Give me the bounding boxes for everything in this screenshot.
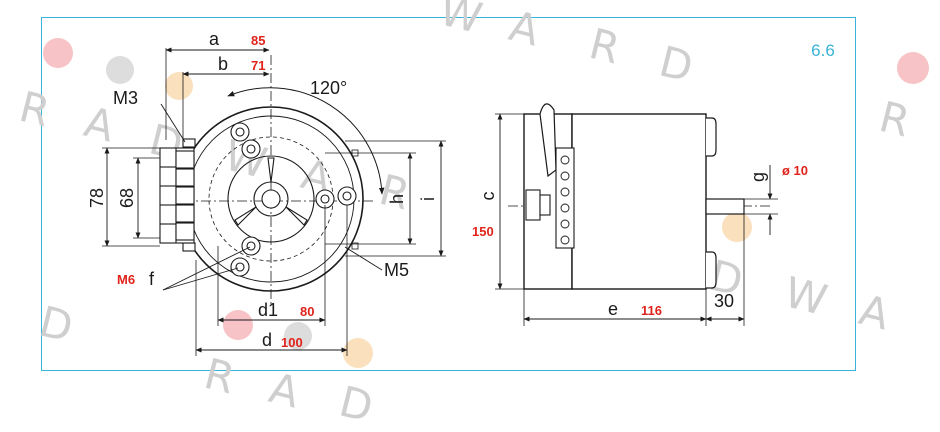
label-h: h [387,194,407,204]
label-f: f [149,269,155,289]
value-a: 85 [251,33,265,48]
decor-dot-grey [106,56,134,84]
label-c: c [478,192,498,201]
label-d: d [262,330,272,350]
screw-head-inner [342,191,352,201]
label-78: 78 [87,188,107,208]
mounting-mark [351,242,359,250]
decor-dot-pink [223,310,253,340]
drawing-frame [41,17,856,371]
label-angle: 120° [310,78,347,98]
terminal-screw [560,203,570,213]
decor-dot-orange [165,72,193,100]
screw-head-inner [246,144,256,154]
leader-f [162,246,251,291]
terminal-slot [175,186,195,205]
value-b: 71 [251,58,265,73]
flange-bolt-head [539,194,551,216]
terminal-screw [560,219,570,229]
terminal-slot [175,150,195,169]
terminal-screw [560,155,570,165]
leader-f [162,267,239,291]
screw-head-inner [235,127,245,137]
leader-m3 [160,103,186,143]
label-68: 68 [117,188,137,208]
screw-head-inner [320,194,330,204]
spoke [234,206,257,226]
label-m5: M5 [384,260,409,280]
leader-m5 [344,246,383,271]
flange-bolt [525,189,541,221]
decor-dot-orange [343,338,373,368]
terminal-block [159,138,196,252]
drawing-stage: W A R D R A D W A R R A D W A R D R A D … [15,0,929,432]
label-30: 30 [714,291,734,311]
screw-head-inner [246,241,256,251]
side-terminal-strip [555,147,575,249]
decor-dot-pink [43,38,73,68]
value-d1: 80 [300,304,314,319]
spoke [267,157,275,183]
decor-dot-orange [722,212,752,242]
label-d1: d1 [258,300,278,320]
decor-dot-pink [897,52,929,84]
terminal-clamp [182,138,196,148]
side-view [495,103,778,326]
shaft-end [261,189,281,209]
terminal-screw [560,171,570,181]
screw-head-inner [235,262,245,272]
label-e: e [608,299,618,319]
value-g: ø 10 [782,163,808,178]
terminal-slot [175,168,195,187]
motor-body-side [571,113,707,290]
value-c: 150 [472,224,494,239]
drawing-svg: 6.6 [87,29,835,356]
value-e: 116 [641,303,662,318]
label-a: a [209,29,220,49]
terminal-slot [175,204,195,223]
label-b: b [218,54,228,74]
terminal-screw [560,235,570,245]
angle-arc [227,87,385,195]
section-number: 6.6 [811,41,835,60]
terminal-clamp [182,242,196,252]
label-i: i [418,197,438,201]
motor-shaft [705,198,745,215]
decor-dot-grey [284,322,312,350]
spoke [285,206,308,226]
rear-boss [706,251,717,289]
terminal-screw [560,187,570,197]
front-view [102,47,446,356]
value-m6: M6 [117,272,135,287]
terminal-slot [175,222,195,241]
label-m3: M3 [113,88,138,108]
value-d: 100 [281,335,303,350]
label-g: g [748,172,768,182]
rear-boss [706,117,717,157]
